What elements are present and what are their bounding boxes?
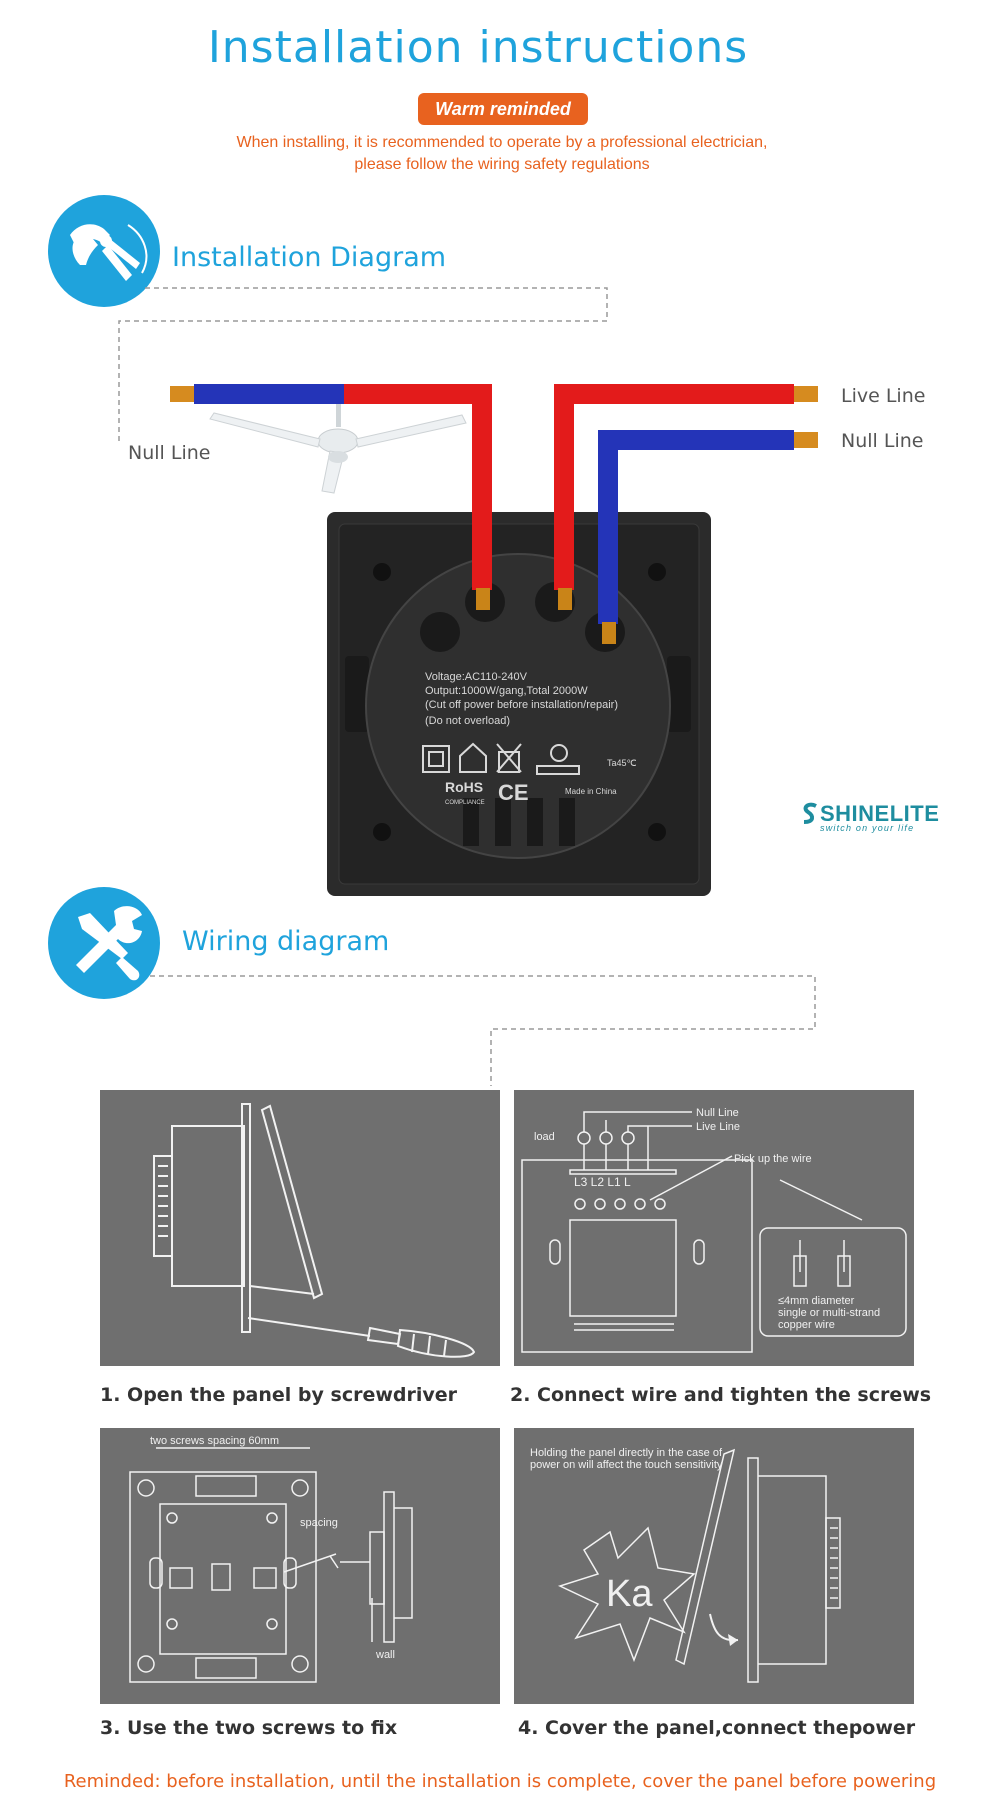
ce-mark: CE bbox=[498, 780, 529, 805]
warning-line-1: When installing, it is recommended to op… bbox=[236, 134, 768, 151]
step-2-spec-1: ≤4mm diameter bbox=[778, 1295, 855, 1307]
right-live-copper-tip bbox=[794, 386, 818, 402]
brand-name: SHINELITE bbox=[820, 801, 940, 826]
step-2-spec-3: copper wire bbox=[778, 1319, 835, 1331]
step-3-spacing-top: two screws spacing 60mm bbox=[150, 1435, 279, 1447]
output-text: Output:1000W/gang,Total 2000W bbox=[425, 685, 588, 697]
footer-reminder: Reminded: before installation, until the… bbox=[63, 1771, 937, 1792]
brand-logo: SHINELITE switch on your life bbox=[800, 801, 939, 833]
ceiling-fan-image bbox=[209, 397, 467, 494]
step-4-warn-1: Holding the panel directly in the case o… bbox=[530, 1447, 723, 1459]
brand-tagline: switch on your life bbox=[820, 823, 915, 833]
step-3-caption: 3. Use the two screws to fix bbox=[100, 1717, 398, 1739]
light-icon bbox=[550, 744, 568, 762]
rohs-text: RoHS bbox=[445, 779, 483, 795]
step-2-terminals: L3 L2 L1 L bbox=[574, 1175, 631, 1189]
step-4-warn-2: power on will affect the touch sensitivi… bbox=[530, 1459, 723, 1471]
installation-diagram-title: Installation Diagram bbox=[172, 242, 447, 273]
step-1-caption: 1. Open the panel by screwdriver bbox=[100, 1384, 458, 1406]
wire-diagram bbox=[170, 384, 818, 644]
left-null-wire bbox=[194, 384, 344, 404]
indoor-use-icon bbox=[459, 742, 487, 773]
step-2-load: load bbox=[534, 1131, 555, 1143]
dashed-connectors bbox=[118, 287, 816, 1086]
warning-text: When installing, it is recommended to op… bbox=[150, 132, 854, 176]
step-2-live-line: Live Line bbox=[696, 1121, 740, 1133]
step-3-spacing: spacing bbox=[300, 1517, 338, 1529]
step-4-caption: 4. Cover the panel,connect thepower bbox=[518, 1717, 916, 1739]
step-3-image: two screws spacing 60mm spacing wall bbox=[100, 1428, 500, 1704]
ta-text: Ta45℃ bbox=[607, 758, 637, 768]
step-2-spec-2: single or multi-strand bbox=[778, 1307, 880, 1319]
step-2-null-line: Null Line bbox=[696, 1107, 739, 1119]
live-line-label: Live Line bbox=[841, 385, 926, 407]
pliers-icon bbox=[48, 195, 160, 307]
page-title: Installation instructions bbox=[207, 22, 749, 73]
warning-line-2: please follow the wiring safety regulati… bbox=[354, 156, 650, 173]
step-4-ka: Ka bbox=[606, 1573, 653, 1615]
step-2-image: Null Line Live Line load L3 L2 L1 L Pick… bbox=[514, 1090, 914, 1366]
brand-s-icon bbox=[803, 802, 817, 824]
null-line-label-right: Null Line bbox=[841, 430, 924, 452]
right-null-copper-tip bbox=[794, 432, 818, 448]
step-2-caption: 2. Connect wire and tighten the screws bbox=[510, 1384, 932, 1406]
voltage-text: Voltage:AC110-240V bbox=[425, 671, 528, 683]
left-wire-copper-tip bbox=[170, 386, 194, 402]
warning-badge: Warm reminded bbox=[418, 93, 588, 125]
left-live-wire bbox=[344, 384, 492, 590]
step-3-wall: wall bbox=[375, 1649, 395, 1661]
null-line-label-left: Null Line bbox=[128, 442, 211, 464]
right-null-wire bbox=[598, 430, 794, 624]
cutoff-text: (Cut off power before installation/repai… bbox=[425, 699, 618, 711]
rohs-sub-text: COMPLIANCE bbox=[445, 800, 485, 806]
overload-text: (Do not overload) bbox=[425, 715, 510, 727]
class-ii-icon bbox=[422, 745, 450, 773]
wrench-screwdriver-icon bbox=[48, 887, 160, 999]
right-live-wire bbox=[554, 384, 794, 590]
weee-bin-icon bbox=[496, 743, 522, 773]
made-in-text: Made in China bbox=[565, 787, 617, 796]
step-4-image: Holding the panel directly in the case o… bbox=[514, 1428, 914, 1704]
step-2-pick: Pick up the wire bbox=[734, 1153, 812, 1165]
wiring-diagram-title: Wiring diagram bbox=[182, 926, 390, 957]
step-1-image bbox=[100, 1090, 500, 1366]
